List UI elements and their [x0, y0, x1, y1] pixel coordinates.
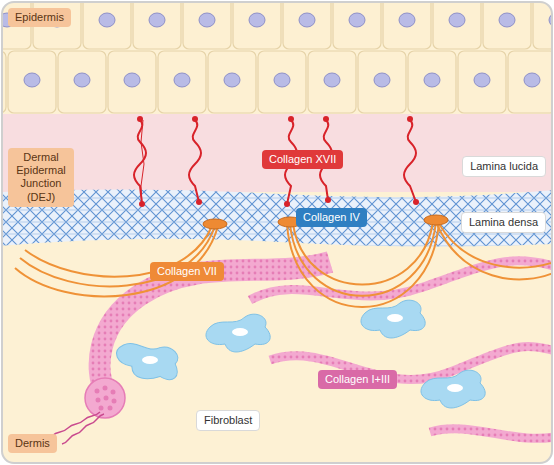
label-text: Dermal Epidermal Junction (DEJ): [15, 151, 67, 204]
epidermis-cells: [2, 50, 552, 114]
label-text: Lamina lucida: [470, 160, 538, 173]
collagen-xvii-strands: [134, 120, 416, 204]
junction-label: Dermal Epidermal Junction (DEJ): [8, 148, 74, 207]
fibre-cross-section: [85, 378, 125, 418]
protein-label: Collagen XVII: [262, 150, 343, 169]
label-text: Collagen I+III: [325, 373, 390, 386]
protein-label: Collagen I+III: [318, 370, 397, 389]
label-text: Epidermis: [15, 11, 64, 24]
collagen-xvii-ends: [137, 116, 419, 207]
label-text: Fibroblast: [204, 414, 252, 427]
protein-label: Collagen VII: [150, 262, 224, 281]
lamina-densa-mesh: [2, 189, 552, 246]
label-text: Collagen VII: [157, 265, 217, 278]
collagen-vii-fibrils: [15, 222, 552, 307]
layer-label: Dermis: [8, 434, 57, 453]
layer-label: Lamina lucida: [462, 156, 546, 177]
collagen-fibre-bundle: [100, 262, 330, 392]
lamina-lucida-band: [2, 114, 552, 192]
layer-label: Epidermis: [8, 8, 71, 27]
label-text: Lamina densa: [469, 216, 538, 229]
fibroblast-cells: [111, 300, 485, 408]
label-text: Collagen IV: [303, 211, 360, 224]
fibroblast-nuclei: [142, 314, 463, 392]
triple-helix: [52, 412, 104, 444]
label-text: Dermis: [15, 437, 50, 450]
layer-label: Lamina densa: [461, 212, 546, 233]
label-text: Collagen XVII: [269, 153, 336, 166]
protein-label: Collagen IV: [296, 208, 367, 227]
cell-label: Fibroblast: [196, 410, 260, 431]
epidermis-cells: [2, 2, 552, 50]
collagen-i-iii-fibrils: [250, 261, 552, 439]
fibril-dots: [95, 386, 117, 411]
